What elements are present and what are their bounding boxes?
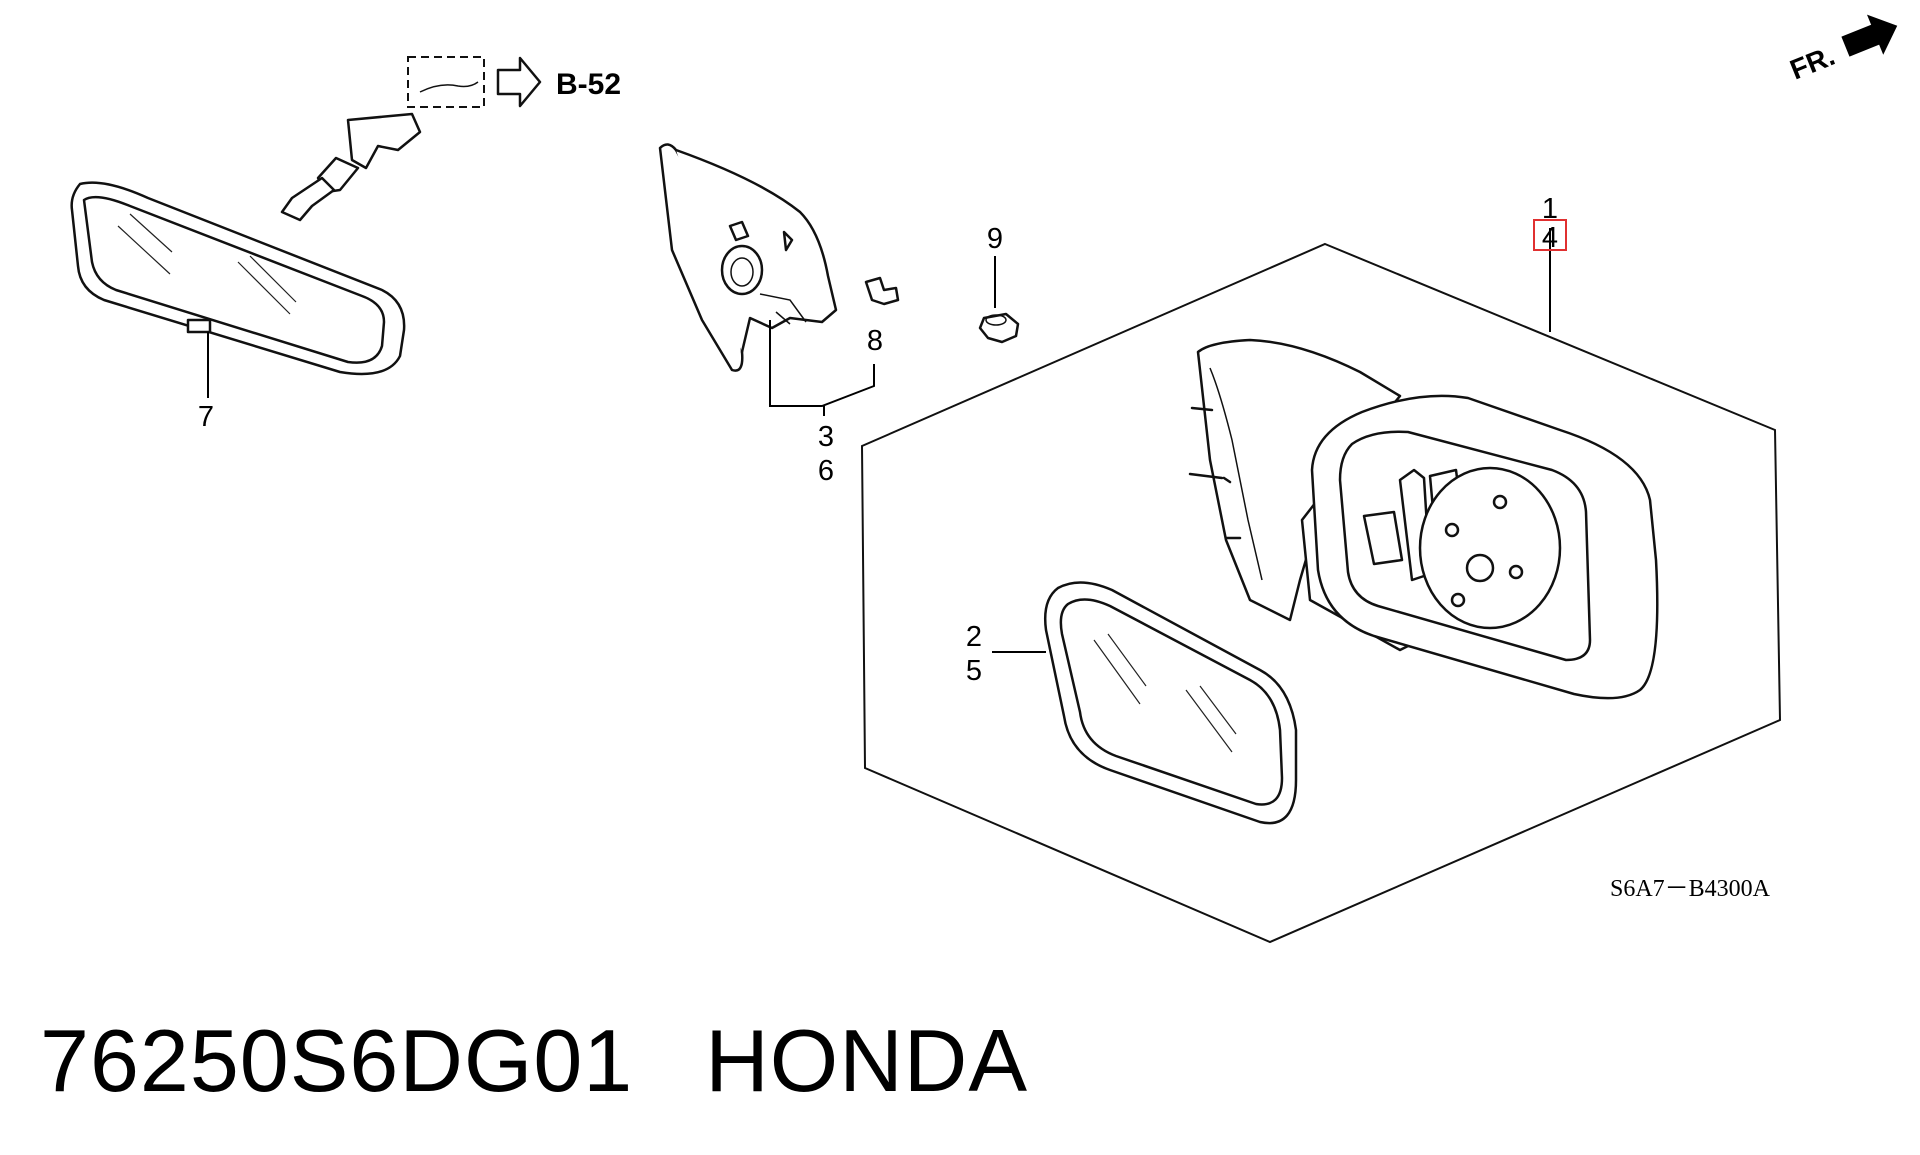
assembly-outline [860, 242, 1782, 944]
garnish-socket [720, 244, 764, 296]
callout-4: 4 [1542, 222, 1558, 254]
rearview-mirror-glass [82, 195, 386, 364]
garnish-socket-hole [730, 257, 754, 287]
nut-drawing [978, 256, 1020, 344]
nut-part-9 [978, 312, 1020, 344]
actuator-screw-4 [1450, 592, 1466, 608]
clip-part-8 [864, 276, 900, 306]
rearview-glass-hatching [117, 213, 297, 315]
actuator-connector [1362, 510, 1404, 566]
actuator-pivot [1465, 553, 1495, 583]
part-caption: 76250S6DG01 HONDA [40, 1010, 1028, 1112]
drawing-code: S6A7－B4300A [1610, 876, 1771, 902]
callout-4-highlight [1533, 219, 1567, 251]
actuator-screw-1 [1444, 522, 1460, 538]
mirror-mount-bracket [346, 112, 422, 170]
callout-3-6-leader [769, 320, 875, 407]
reference-box [407, 56, 485, 108]
callout-5: 5 [966, 655, 982, 687]
reference-arrow-icon [496, 56, 542, 108]
mirror-stem [280, 176, 336, 222]
front-direction-indicator: FR. [1786, 14, 1898, 86]
callout-6: 6 [818, 455, 834, 487]
callout-7: 7 [198, 401, 214, 433]
actuator-screw-3 [1508, 564, 1524, 580]
callout-1: 1 [1542, 193, 1558, 225]
door-mirror-drawing [1188, 338, 1659, 700]
mounting-studs [1188, 406, 1242, 540]
brand-name: HONDA [705, 1011, 1029, 1110]
actuator-screw-2 [1492, 494, 1508, 510]
mirror-glass-surface [1059, 598, 1284, 806]
rearview-mirror-drawing [70, 112, 422, 398]
mirror-sensor-tab [186, 318, 212, 334]
part-number: 76250S6DG01 [40, 1011, 634, 1110]
callout-9: 9 [987, 223, 1003, 255]
front-arrow-icon [1841, 14, 1898, 57]
reference-label: B-52 [556, 68, 621, 101]
nut-hole [985, 314, 1007, 326]
garnish-clips [728, 220, 794, 252]
callout-8: 8 [867, 325, 883, 357]
mirror-glass-drawing [992, 581, 1298, 825]
mirror-garnish-drawing [658, 143, 900, 416]
callout-3: 3 [818, 421, 834, 453]
actuator-motor [1418, 466, 1562, 630]
mirror-glass-hatching [1093, 633, 1237, 753]
reference-sketch [419, 81, 479, 93]
front-direction-label: FR. [1786, 40, 1839, 86]
base-plate-edge [1209, 367, 1263, 581]
reference-pointer: B-52 [407, 56, 621, 108]
callout-2: 2 [966, 621, 982, 653]
garnish-ribs [759, 293, 807, 325]
